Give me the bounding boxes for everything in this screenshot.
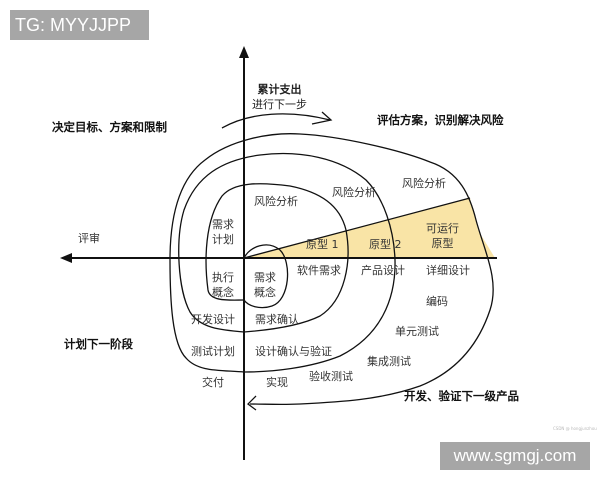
quadrant-top-left: 决定目标、方案和限制 (52, 120, 167, 134)
prototype-wedge-line (243, 197, 471, 259)
spiral-loop-center (243, 244, 289, 309)
detailed-design: 详细设计 (426, 264, 470, 277)
requirements-validation: 需求确认 (255, 313, 299, 326)
design-validation-verification: 设计确认与验证 (255, 345, 332, 358)
delivery: 交付 (202, 376, 224, 389)
risk-analysis-2: 风险分析 (332, 186, 376, 199)
spiral-loop-2 (178, 152, 396, 373)
watermark-bottom-right: www.sgmgj.com (440, 442, 590, 470)
watermark-top-left: TG: MYYJJPP (10, 10, 149, 40)
quadrant-bottom-right: 开发、验证下一级产品 (404, 389, 519, 403)
spiral-loop-3 (169, 133, 494, 406)
acceptance-testing: 验收测试 (309, 370, 353, 383)
requirements-plan: 需求 计划 (212, 218, 234, 246)
axis-note-top: 累计支出 进行下一步 (252, 82, 307, 112)
prototype-1: 原型 1 (306, 238, 339, 251)
quadrant-bottom-left: 计划下一阶段 (64, 337, 133, 351)
vertical-axis-arrow-icon (239, 46, 249, 58)
test-plan: 测试计划 (191, 345, 235, 358)
prototype-runnable: 可运行 原型 (426, 222, 459, 250)
tiny-credit: CSDN @ hongjunzhou (553, 426, 597, 431)
cumulative-cost-label: 累计支出 (257, 83, 302, 96)
coding: 编码 (426, 295, 448, 308)
cumulative-arc-arrow-icon (311, 111, 333, 125)
product-design: 产品设计 (361, 264, 405, 277)
spiral-loop-1 (205, 183, 349, 333)
next-step-label: 进行下一步 (252, 98, 307, 111)
implementation: 实现 (266, 376, 288, 389)
review-label: 评审 (78, 232, 100, 245)
integration-testing: 集成测试 (367, 355, 411, 368)
quadrant-top-right: 评估方案，识别解决风险 (377, 113, 504, 127)
requirements-concept: 需求 概念 (254, 271, 276, 299)
cumulative-arc (221, 113, 331, 129)
unit-testing: 单元测试 (395, 325, 439, 338)
horizontal-axis-arrow-icon (60, 253, 72, 263)
development-design: 开发设计 (191, 313, 235, 326)
risk-analysis-1: 风险分析 (254, 195, 298, 208)
prototype-wedge (244, 198, 495, 258)
spiral-end-arrow-icon (247, 395, 257, 411)
prototype-2: 原型 2 (369, 238, 402, 251)
execution-concept: 执行 概念 (212, 271, 234, 299)
risk-analysis-3: 风险分析 (402, 177, 446, 190)
software-requirements: 软件需求 (297, 264, 341, 277)
